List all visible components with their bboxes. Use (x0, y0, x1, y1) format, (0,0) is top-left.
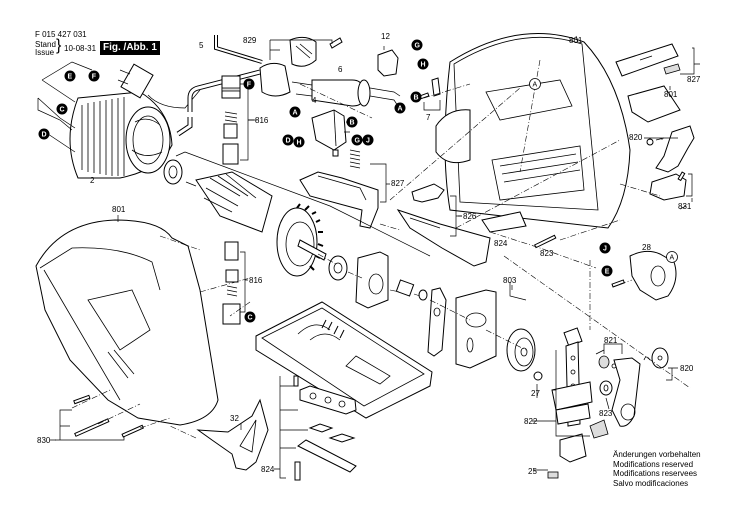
part-number-823-bottom: 823 (599, 409, 613, 418)
part-number-822: 822 (524, 417, 538, 426)
part-number-801-left: 801 (112, 205, 126, 214)
base-plate-part (255, 301, 433, 419)
part-number-28: 28 (642, 243, 651, 252)
part-number-824-mid: 824 (494, 239, 508, 248)
part-number-821: 821 (604, 336, 618, 345)
note-line: Salvo modificaciones (613, 478, 689, 488)
part-number-12: 12 (381, 32, 390, 41)
conn-label-B-cable: B (414, 95, 419, 102)
conn-label-D: D (42, 132, 47, 139)
issue-label: Issue (35, 48, 55, 57)
field-coil-part (69, 91, 173, 179)
brace: } (56, 37, 62, 54)
part-number-816-top: 816 (255, 116, 269, 125)
part-number-2: 2 (90, 176, 95, 185)
cable-clamp-part (259, 36, 343, 97)
cable-sleeve-part (291, 79, 401, 107)
lever-820-part (644, 125, 695, 173)
part-number-830: 830 (37, 436, 51, 445)
note-line: Änderungen vorbehalten (613, 450, 701, 459)
part-number-827-top: 827 (687, 75, 701, 84)
conn-label-J-switch: J (366, 138, 370, 145)
conn-label-F: F (92, 74, 97, 81)
part-number-5: 5 (199, 41, 204, 50)
conn-label-B-switch: B (350, 120, 355, 127)
handle-guard-part (196, 398, 269, 471)
part-number-6: 6 (338, 65, 343, 74)
part-number-803: 803 (503, 276, 517, 285)
plate-824-part (481, 211, 527, 233)
cover-827-part (615, 43, 700, 77)
part-number-824-bottom: 824 (261, 465, 275, 474)
conn-label-J-knob: J (603, 246, 607, 253)
guide-plate-part (427, 287, 447, 357)
base-fittings-part (279, 375, 357, 481)
conn-label-D-switch: D (286, 138, 291, 145)
knob-831-part (649, 171, 693, 202)
figure-label: Fig. /Abb. 1 (100, 41, 160, 55)
part-number-827-mid: 827 (391, 179, 405, 188)
housing-left-part (35, 215, 219, 426)
cover-826-part (396, 183, 491, 267)
part-number-820-top: 820 (629, 133, 643, 142)
connection-markers: E F C D F C A B D H G J B A G H A J E A (38, 39, 678, 323)
conn-label-E: E (68, 74, 73, 81)
pendulum-mechanism-part (547, 327, 678, 479)
conn-label-A-cable: A (398, 106, 403, 113)
part-number-801-top: 801 (569, 36, 583, 45)
stand-label: Stand (35, 40, 56, 49)
conn-label-E-knob: E (605, 269, 610, 276)
bearing-plate-part (355, 251, 389, 309)
conn-label-G-switch: G (355, 138, 361, 145)
conn-label-H-switch: H (297, 140, 302, 147)
part-number-4: 4 (312, 96, 317, 105)
bearing-part (328, 255, 348, 281)
housing-right-part (435, 33, 631, 229)
brush-holder-bottom (222, 241, 248, 325)
part-number-25: 25 (528, 467, 537, 476)
conn-label-A-knob: A (670, 255, 675, 262)
part-number-820-bottom: 820 (680, 364, 694, 373)
gear-wheel-part (506, 328, 536, 372)
knob-28-part (611, 250, 677, 301)
part-number-823-mid: 823 (540, 249, 554, 258)
drawing-number: F 015 427 031 (35, 30, 87, 39)
issue-date: 10-08-31 (64, 44, 97, 53)
bracket-801-part (627, 85, 681, 123)
power-plug-part (117, 63, 201, 109)
conn-label-G-top: G (415, 43, 421, 50)
part-number-32: 32 (230, 414, 239, 423)
part-number-27: 27 (531, 389, 540, 398)
part-number-816-bottom: 816 (249, 276, 263, 285)
modification-notes: Änderungen vorbehalten Modifications res… (613, 450, 701, 488)
armature-part (163, 159, 327, 277)
part-number-801-right: 801 (664, 90, 678, 99)
conn-label-A-housing: A (533, 82, 538, 89)
gear-housing-plate-part (455, 282, 527, 369)
conn-label-F-brush: F (247, 82, 252, 89)
trigger-cover-part (299, 163, 390, 229)
conn-label-C: C (60, 107, 65, 114)
conn-label-C-brush: C (248, 315, 253, 322)
part-number-829: 829 (243, 36, 257, 45)
note-line: Modifications reservees (613, 469, 698, 478)
conn-label-H-top: H (421, 62, 426, 69)
conn-label-A-switch: A (293, 110, 298, 117)
note-line: Modifications reserved (613, 459, 694, 469)
part-number-7: 7 (426, 113, 431, 122)
part-number-826: 826 (463, 212, 477, 221)
switch-part (311, 109, 353, 157)
